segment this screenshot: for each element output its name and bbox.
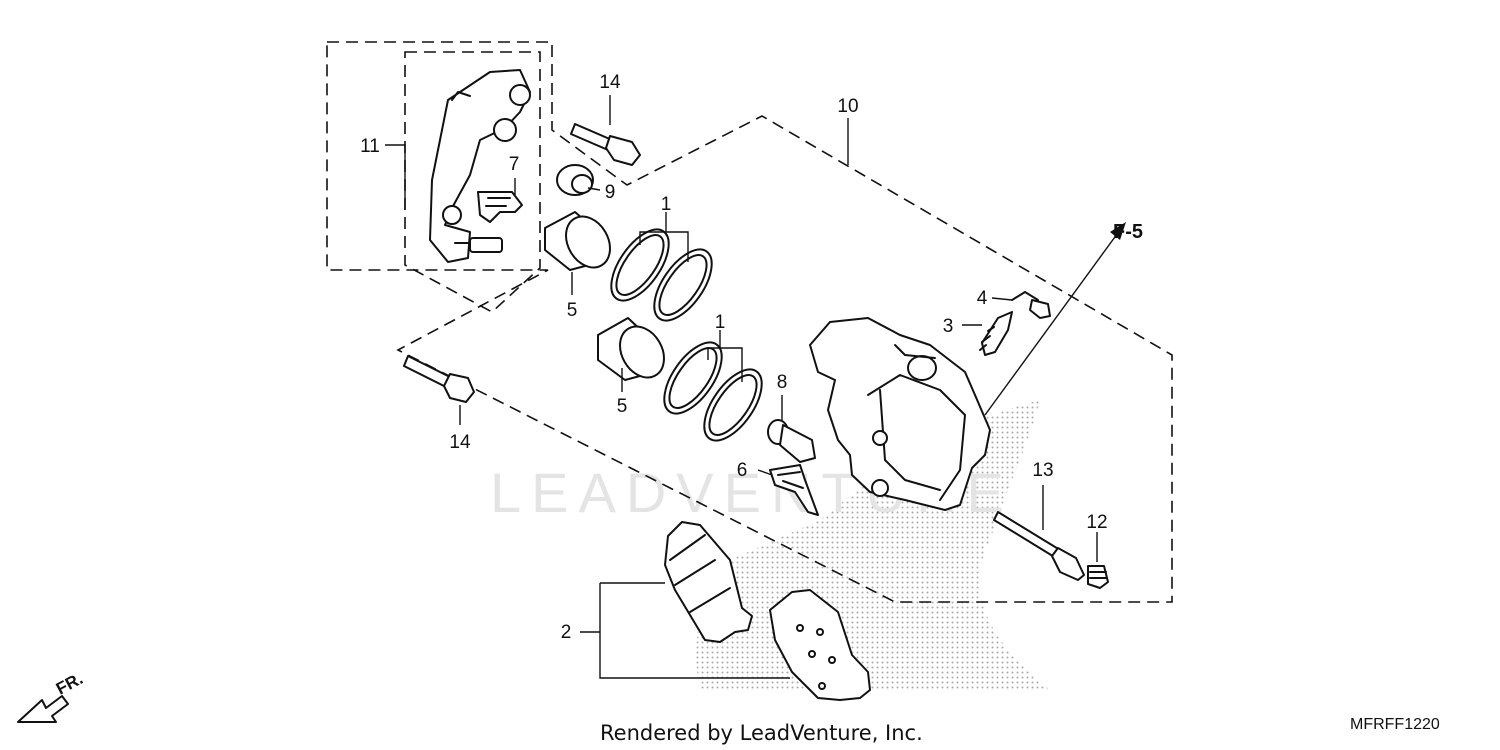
pin-boot-part[interactable] xyxy=(556,164,594,196)
bracket-assembly-inner-box xyxy=(404,51,541,313)
callout-14-lower[interactable]: 14 xyxy=(449,432,471,453)
callout-10[interactable]: 10 xyxy=(837,96,858,117)
pad-spring-clip-part[interactable] xyxy=(477,191,523,223)
callout-8[interactable]: 8 xyxy=(777,372,788,393)
bolt-upper-part[interactable] xyxy=(570,123,641,166)
bleeder-cap-part[interactable] xyxy=(1011,291,1051,319)
seal-set-lower-part[interactable] xyxy=(653,333,773,450)
piston-lower-part[interactable] xyxy=(597,317,673,385)
leader-lines xyxy=(385,95,1126,679)
bracket-assembly-outer-box xyxy=(326,41,1173,603)
caliper-bracket-part[interactable] xyxy=(429,69,531,263)
direction-label: FR. xyxy=(53,669,86,699)
callout-12[interactable]: 12 xyxy=(1086,512,1107,533)
callout-3[interactable]: 3 xyxy=(943,316,954,337)
reference-f5[interactable]: F-5 xyxy=(1113,221,1143,243)
slide-pin-part[interactable] xyxy=(767,419,816,463)
front-direction-arrow xyxy=(17,695,69,723)
pad-pin-clip-part[interactable] xyxy=(769,464,819,516)
callout-9[interactable]: 9 xyxy=(605,182,616,203)
bleeder-screw-part[interactable] xyxy=(979,311,1013,356)
callout-5-upper[interactable]: 5 xyxy=(567,300,578,321)
callout-11[interactable]: 11 xyxy=(360,136,380,157)
callout-1-lower[interactable]: 1 xyxy=(715,312,726,333)
callout-6[interactable]: 6 xyxy=(737,460,748,481)
bolt-lower-part[interactable] xyxy=(403,355,475,403)
pin-plug-part[interactable] xyxy=(1087,565,1109,589)
seal-set-upper-part[interactable] xyxy=(600,220,723,330)
diagram-code: MFRFF1220 xyxy=(1350,716,1440,733)
callout-13[interactable]: 13 xyxy=(1032,460,1053,481)
footer-credit: Rendered by LeadVenture, Inc. xyxy=(600,721,923,745)
pad-pin-part[interactable] xyxy=(993,511,1085,581)
callout-5-lower[interactable]: 5 xyxy=(617,396,628,417)
callout-14-upper[interactable]: 14 xyxy=(599,72,621,93)
callout-4[interactable]: 4 xyxy=(977,288,988,309)
callout-7[interactable]: 7 xyxy=(509,154,520,175)
brake-pad-set-part[interactable] xyxy=(664,521,871,701)
callout-2[interactable]: 2 xyxy=(561,622,572,643)
caliper-body-part[interactable] xyxy=(809,317,991,511)
callout-1-upper[interactable]: 1 xyxy=(661,194,672,215)
piston-upper-part[interactable] xyxy=(544,209,619,276)
